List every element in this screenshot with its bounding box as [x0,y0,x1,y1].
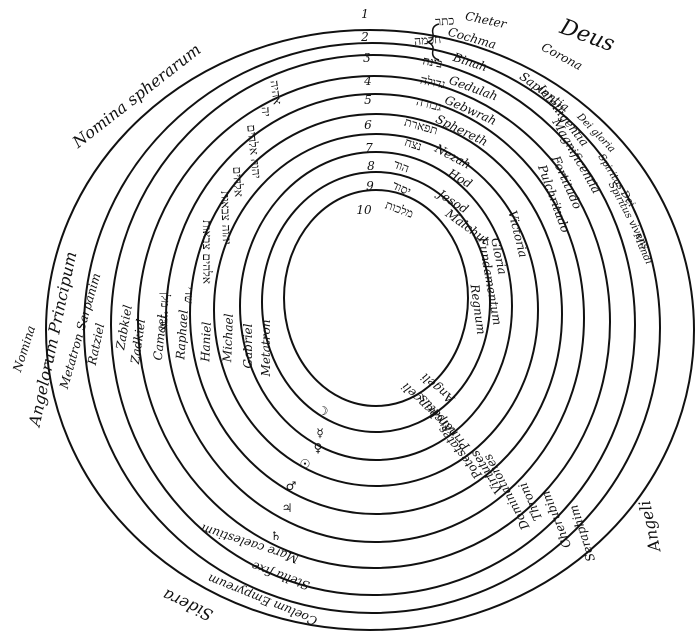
sefira-hebrew-name: חכמה [414,32,442,48]
planet-symbol: ☿ [316,426,323,440]
sefira-hebrew-name: הוד [392,157,412,176]
ring-6 [189,113,563,515]
sphere-number: 3 [363,51,371,65]
sefira-hebrew-name: בינה [422,53,444,70]
ring-2 [83,42,661,614]
sidera-label: Stella fixe [250,559,312,593]
sefira-hebrew-name: מלכות [383,198,415,221]
sefira-name: Cochma [446,25,497,52]
sphere-number: 7 [365,141,373,155]
planet-symbol: ♄ [271,529,282,543]
sphere-number: 5 [364,93,372,107]
header-sidera: Sidera [160,585,216,625]
sphere-number: 8 [367,159,375,173]
ring-10 [283,189,469,407]
archangel-name: Haniel [198,321,213,363]
sphere-number: 10 [356,203,372,217]
planet-symbol: ☽ [318,404,329,418]
divine-name-hebrew: אלהים [230,166,246,197]
sefira-hebrew-name: יסוד [390,178,413,198]
sphere-number: 4 [363,74,372,88]
header-nomina-spherarum: Nomina spherarum [68,40,205,152]
sphere-number: 1 [361,7,369,21]
sefira-hebrew-name: תפארת [403,115,440,138]
divine-name-hebrew: יה [259,106,274,117]
sphere-number: 9 [366,179,374,193]
concentric-rings [45,29,695,631]
archangel-name: Camael [151,314,170,361]
ring-9 [261,171,491,433]
ring-4 [137,75,611,569]
sefirot-brace [426,23,440,61]
ring-3 [110,54,636,596]
sefira-hebrew-name: גדולה [419,73,447,92]
angel-order: Cherubim [538,489,574,550]
archangel-name: Metatron [259,320,273,378]
ring-5 [165,93,585,543]
planet-symbol: ♀ [314,441,323,455]
sidera-label: Mare caelestium [199,521,301,566]
planet-symbol: ☉ [300,457,311,471]
divine-name-hebrew: יהוה אלהים [244,124,264,179]
archangel-name: Raphael [173,309,191,361]
sefira-name: Binah [450,50,489,75]
archangel-name: Gabriel [241,323,255,368]
sefira-hebrew-name: כתר [435,13,455,28]
planet-symbol: ♂ [286,479,297,493]
sphere-number: 6 [364,118,372,132]
header-nomina: Nomina [10,324,38,375]
archangel-name: Zadkiel [128,318,148,366]
sefira-name: Hod [445,166,475,191]
divine-name-hebrew: אהיה [267,80,284,106]
header-angeli: Angeli [635,499,665,556]
ring-1 [45,29,695,631]
divine-name-hebrew: שדי [182,286,197,304]
sefira-attribute: Victoria [505,209,530,259]
divine-name-hebrew: יהוה צבאות [218,191,234,245]
sphere-number: 2 [360,30,369,44]
planet-symbol: ♃ [282,501,293,515]
sefira-hebrew-name: נצח [403,135,424,154]
archangel-name: Michael [220,313,236,363]
latin-note: Mundi [630,231,654,266]
sefira-hebrew-name: גבורה [415,94,443,114]
divine-name-hebrew: אדני מלך [157,289,172,332]
ring-8 [239,151,513,461]
sefira-name: Cheter [464,9,509,32]
divine-name-hebrew: אלהים צבאות [200,220,214,284]
ring-7 [213,133,539,487]
